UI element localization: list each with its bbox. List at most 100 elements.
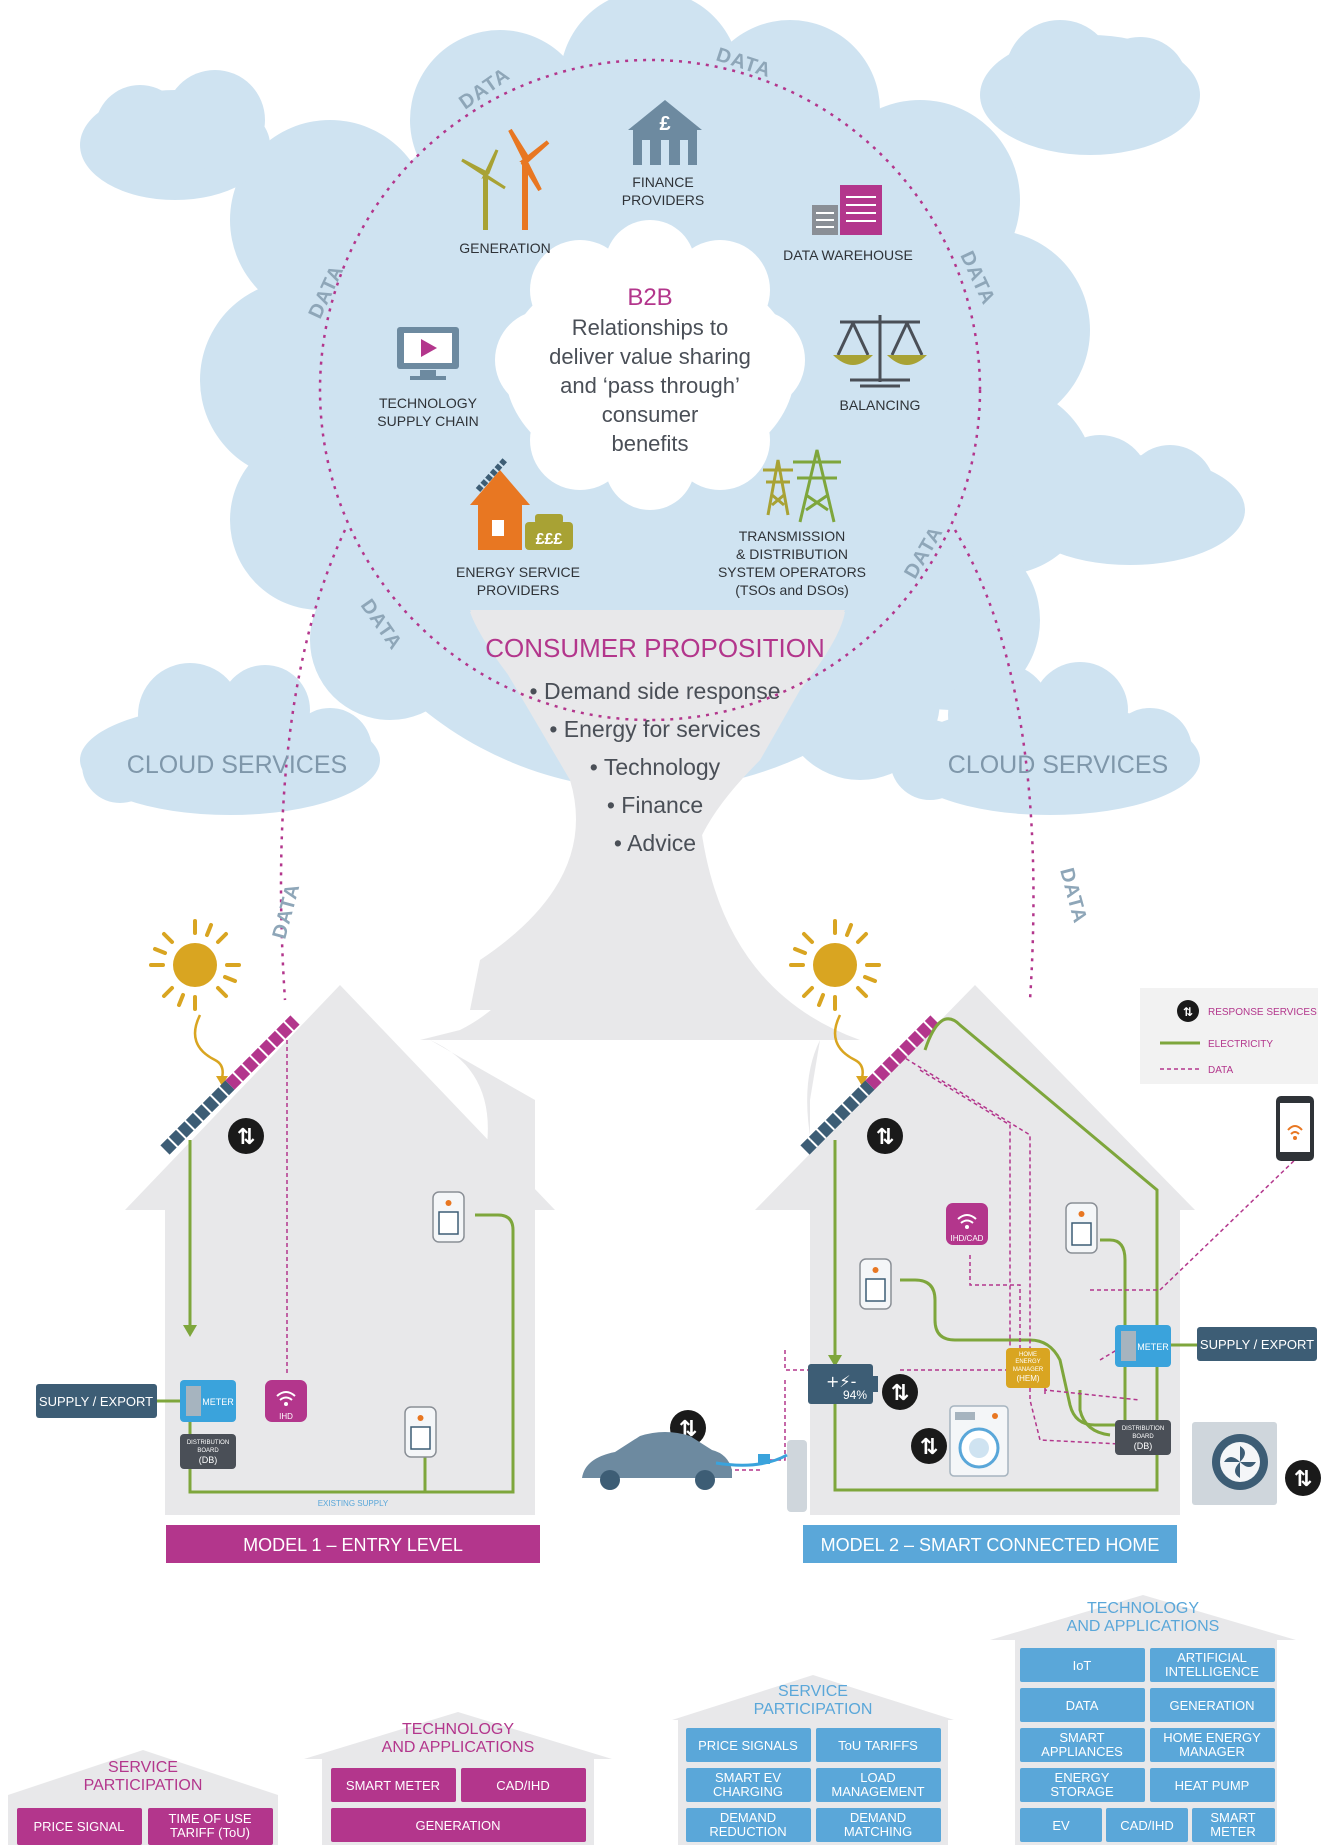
m2-service-item: LOAD: [860, 1770, 895, 1785]
data-circle: [279, 58, 1035, 1001]
m1-tech-item: SMART METER: [346, 1778, 440, 1793]
m2-service-title: SERVICE: [778, 1683, 848, 1700]
meter-m2: METER: [1115, 1325, 1171, 1367]
data-warehouse-label: DATA WAREHOUSE: [783, 247, 913, 263]
m2-tech-item: IoT: [1073, 1658, 1092, 1673]
m2-service-item: PRICE SIGNALS: [698, 1738, 798, 1753]
smart-plug-icon: [859, 1258, 892, 1310]
hem-label: HOME: [1019, 1352, 1037, 1358]
cloud-services-left-label: CLOUD SERVICES: [127, 751, 347, 779]
m2-service-participation: SERVICE PARTICIPATION PRICE SIGNALS ToU …: [672, 1675, 954, 1845]
legend-response-services: RESPONSE SERVICES: [1208, 1007, 1317, 1018]
m2-tech-item: INTELLIGENCE: [1165, 1664, 1259, 1679]
supply-export-m1: SUPPLY / EXPORT: [36, 1384, 157, 1418]
sun-ray-arrowhead: [216, 1076, 228, 1086]
response-services-icon: ⇅: [1183, 1005, 1193, 1019]
battery-level: 94%: [843, 1388, 867, 1402]
db-label: DISTRIBUTION: [1122, 1426, 1164, 1432]
m2-service-item: DEMAND: [850, 1810, 906, 1825]
meter-m1: METER: [180, 1380, 236, 1422]
ev-charger-icon: [715, 1440, 807, 1512]
sun-ray-arrowhead: [856, 1076, 868, 1086]
response-services-icon: ⇅ ⇅ ⇅ ⇅ ⇅ ⇅: [228, 1118, 1321, 1496]
m2-tech-item: EV: [1052, 1818, 1070, 1833]
m2-service-item: CHARGING: [713, 1784, 783, 1799]
esp-house-icon: £££: [470, 457, 573, 550]
ihd-cad-m2: IHD/CAD: [946, 1203, 988, 1245]
heat-pump-icon: [1192, 1422, 1277, 1505]
data-warehouse-icon: [812, 185, 882, 235]
smart-plug-icon: [432, 1191, 465, 1243]
smart-plug-icon: [404, 1406, 437, 1458]
finance-label: FINANCE: [632, 174, 693, 190]
supply-export-label: SUPPLY / EXPORT: [1200, 1337, 1314, 1352]
legend-data: DATA: [1208, 1065, 1234, 1076]
svg-text:⇅: ⇅: [237, 1125, 255, 1150]
svg-text:⇅: ⇅: [920, 1435, 938, 1460]
m1-service-title: SERVICE: [108, 1759, 178, 1776]
tso-dso-label: SYSTEM OPERATORS: [718, 564, 866, 580]
model1-label-bar: MODEL 1 – ENTRY LEVEL: [166, 1525, 540, 1563]
m1-service-item: TIME OF USE: [168, 1811, 251, 1826]
model1-label: MODEL 1 – ENTRY LEVEL: [243, 1535, 463, 1555]
monitor-play-icon: [397, 327, 459, 380]
m2-tech-item: DATA: [1066, 1698, 1099, 1713]
battery-bolt-icon: +⚡-: [826, 1372, 856, 1391]
proposition-item: • Demand side response: [530, 678, 781, 704]
b2b-line: deliver value sharing: [549, 344, 751, 369]
m1-service-title: PARTICIPATION: [84, 1777, 203, 1794]
b2b-line: benefits: [611, 431, 688, 456]
model2-label-bar: MODEL 2 – SMART CONNECTED HOME: [803, 1525, 1177, 1563]
svg-text:⇅: ⇅: [876, 1125, 894, 1150]
db-label: BOARD: [197, 1448, 219, 1454]
solar-panel: [160, 1015, 300, 1155]
m2-service-item: ToU TARIFFS: [838, 1738, 918, 1753]
home-energy-manager: HOME ENERGY MANAGER (HEM): [1006, 1348, 1050, 1388]
m2-tech-item: CAD/IHD: [1120, 1818, 1173, 1833]
ihd-m1: IHD: [265, 1380, 307, 1422]
electric-car-icon: [582, 1432, 732, 1490]
distribution-board-m2: DISTRIBUTION BOARD (DB): [1115, 1420, 1171, 1455]
cloud-services-right-label: CLOUD SERVICES: [948, 751, 1168, 779]
db-label: (DB): [1134, 1441, 1153, 1451]
m2-tech-item: HOME ENERGY: [1163, 1730, 1261, 1745]
m2-tech-item: METER: [1210, 1824, 1256, 1839]
ihd-label: IHD: [279, 1412, 293, 1421]
sun-ray-arrow: [833, 1014, 864, 1079]
proposition-item: • Technology: [590, 754, 721, 780]
generation-label: GENERATION: [459, 240, 551, 256]
m1-service-participation: SERVICE PARTICIPATION PRICE SIGNAL TIME …: [8, 1750, 278, 1845]
hem-label: ENERGY: [1015, 1359, 1040, 1365]
m1-service-item: TARIFF (ToU): [170, 1825, 250, 1840]
sun-ray-arrow: [193, 1014, 224, 1079]
m2-service-item: REDUCTION: [709, 1824, 786, 1839]
wind-turbine-icon: [461, 128, 550, 230]
svg-text:⇅: ⇅: [1294, 1467, 1312, 1492]
bank-icon: £: [628, 100, 702, 165]
tso-dso-label: TRANSMISSION: [739, 528, 846, 544]
scale-pan-right: [887, 355, 927, 365]
m1-tech-item: GENERATION: [416, 1818, 501, 1833]
hem-label: (HEM): [1016, 1374, 1039, 1383]
consumer-funnel: [470, 612, 845, 880]
sun-icon: [789, 919, 881, 1011]
data-label: DATA: [1055, 866, 1091, 926]
m2-tech-item: APPLIANCES: [1041, 1744, 1123, 1759]
m2-tech-item: STORAGE: [1050, 1784, 1114, 1799]
supply-export-m2: SUPPLY / EXPORT: [1197, 1327, 1317, 1361]
data-label: DATA: [269, 881, 305, 941]
solar-panel: [800, 1015, 940, 1155]
m2-service-item: DEMAND: [720, 1810, 776, 1825]
b2b-line: and ‘pass through’: [560, 373, 740, 398]
technology-supply-chain-label: SUPPLY CHAIN: [377, 413, 478, 429]
m2-tech-item: GENERATION: [1170, 1698, 1255, 1713]
meter-label: METER: [1137, 1342, 1169, 1352]
m1-tech-title: AND APPLICATIONS: [382, 1739, 535, 1756]
m2-service-item: MANAGEMENT: [831, 1784, 924, 1799]
smart-plug-icon: [1065, 1202, 1098, 1254]
b2b-title: B2B: [627, 284, 672, 311]
m1-technology-applications: TECHNOLOGY AND APPLICATIONS SMART METER …: [304, 1712, 612, 1845]
proposition-item: • Energy for services: [549, 716, 760, 742]
m2-service-item: SMART EV: [715, 1770, 781, 1785]
legend: ⇅ RESPONSE SERVICES ELECTRICITY DATA: [1140, 988, 1318, 1084]
